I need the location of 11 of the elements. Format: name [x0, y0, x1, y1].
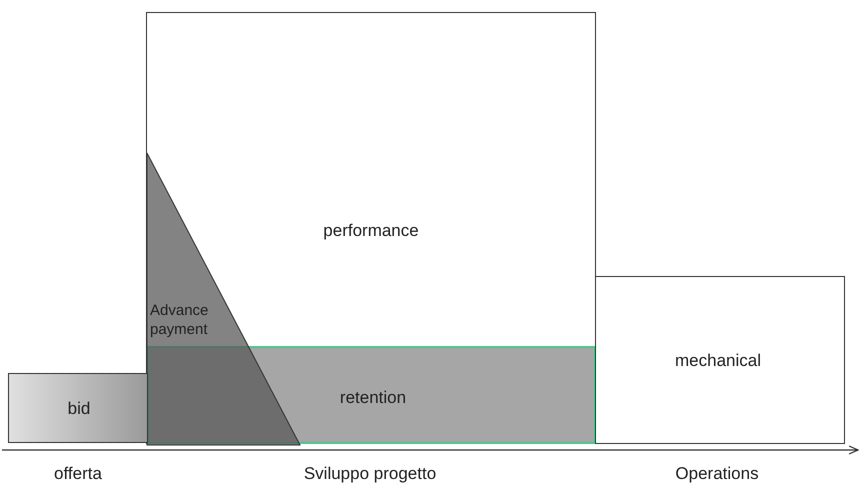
phase-label: Sviluppo progetto [304, 464, 436, 484]
phase-label: Operations [675, 464, 759, 484]
box-label: mechanical [675, 351, 761, 371]
box-label: bid [68, 399, 90, 419]
phase-label: offerta [54, 464, 102, 484]
bid-box [8, 373, 148, 443]
performance-box [146, 12, 596, 444]
box-label: performance [323, 221, 419, 241]
mechanical-box [595, 276, 845, 444]
box-label: retention [340, 388, 406, 408]
triangle-label: Advance payment [150, 301, 210, 339]
